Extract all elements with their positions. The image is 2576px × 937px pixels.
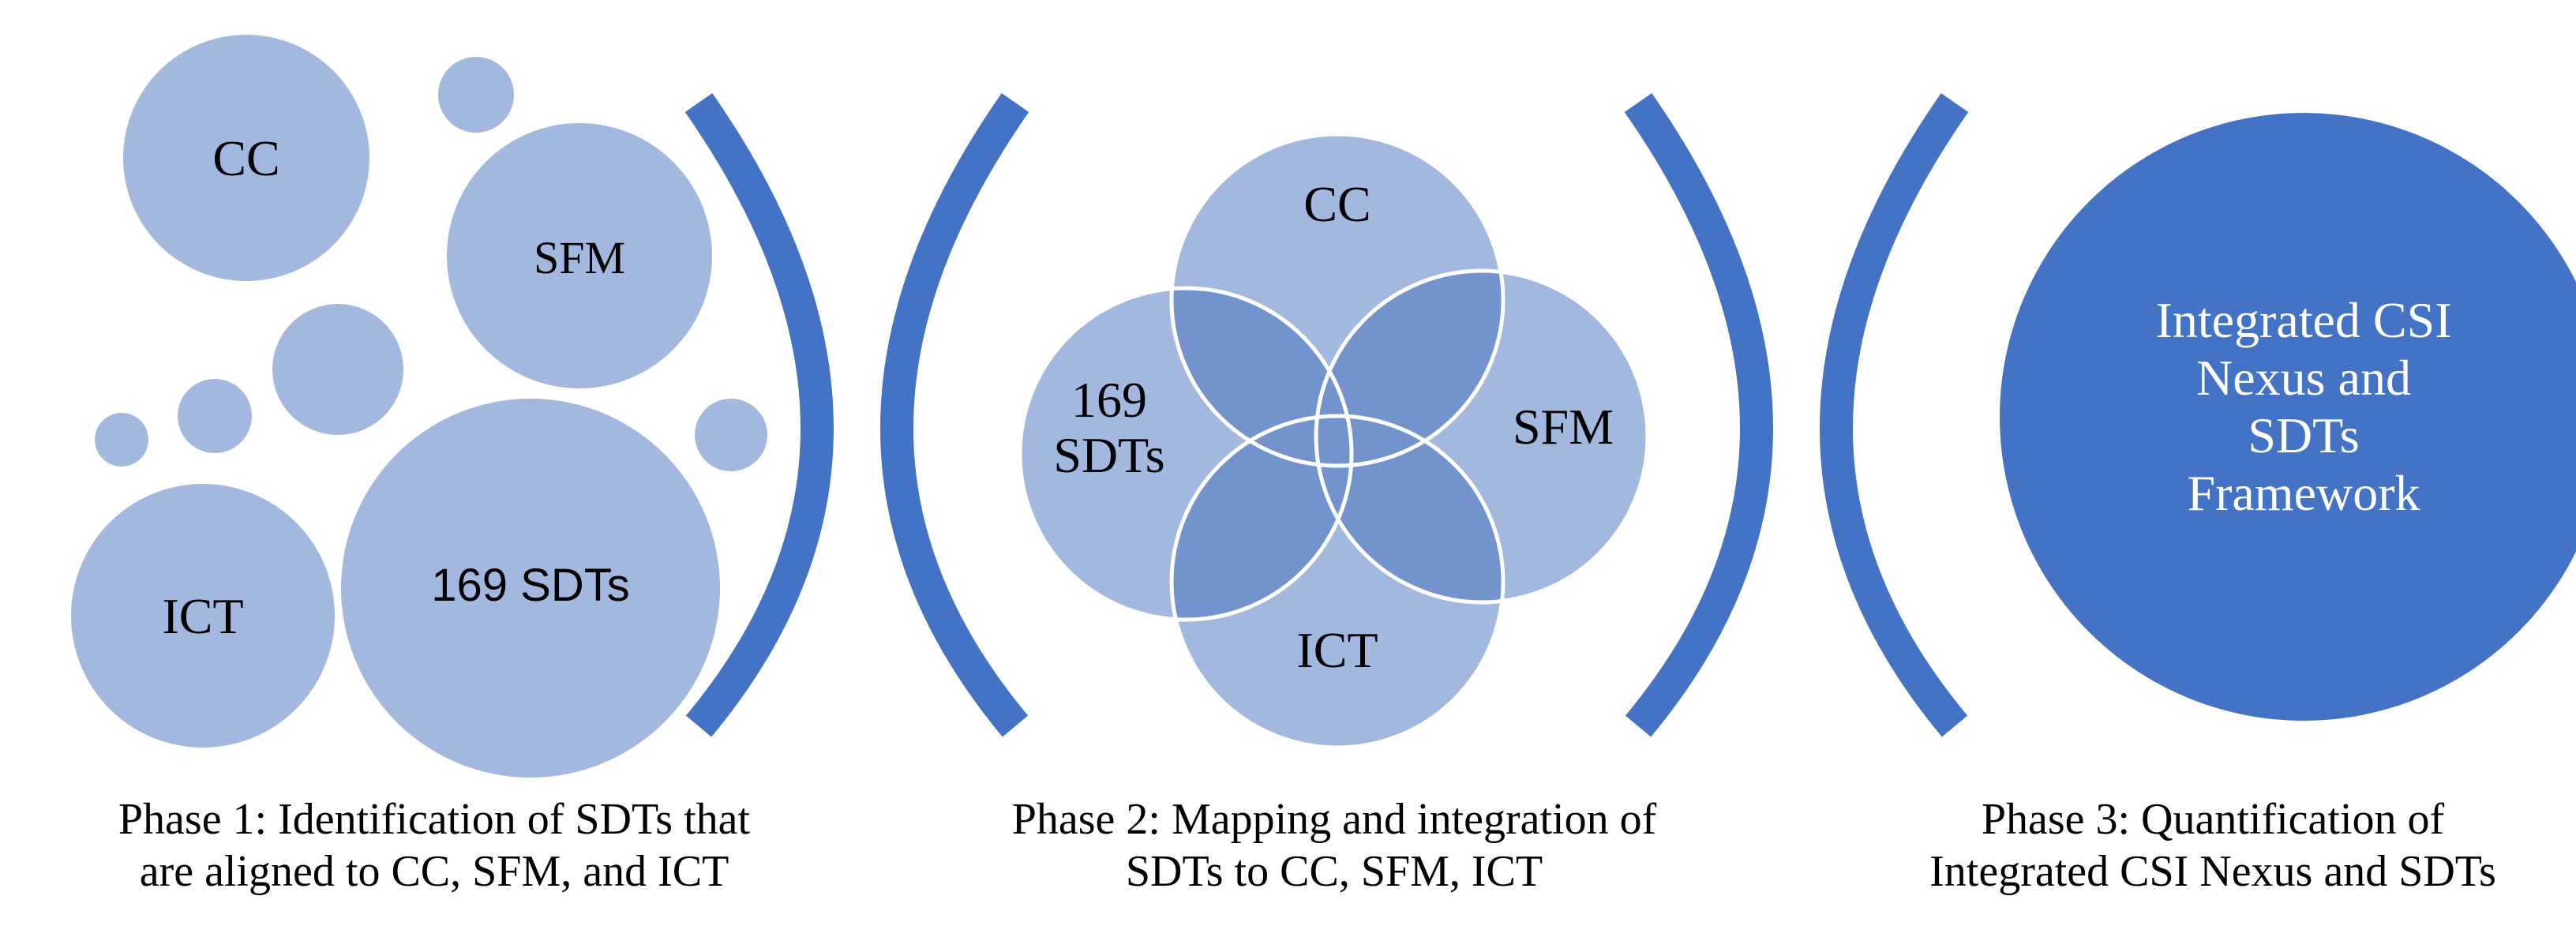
outline-ict (1169, 414, 1505, 750)
phase3-caption-line2: Integrated CSI Nexus and SDTs (1929, 847, 2496, 896)
bubble-ict-label: ICT (162, 588, 243, 644)
bubble-sfm-label: SFM (534, 232, 625, 283)
framework-label-line4: Framework (2187, 465, 2420, 521)
bubble-cc-label: CC (212, 130, 279, 186)
bubble-sdts-label: 169 SDTs (431, 560, 629, 611)
bubble-cc (123, 35, 369, 281)
phase2-caption-line2: SDTs to CC, SFM, ICT (1125, 847, 1543, 896)
framework-label-line1: Integrated CSI (2156, 292, 2452, 348)
phase1-caption-line1: Phase 1: Identification of SDTs that (118, 795, 751, 844)
phase1-caption-line2: are aligned to CC, SFM, and ICT (139, 847, 729, 896)
circle-sdts-label-line2: SDTs (1053, 427, 1164, 483)
outline-sdts (1018, 286, 1354, 622)
bubble-small-right (695, 399, 767, 471)
bubble-tiny-left (95, 413, 148, 467)
phase2-caption-line1: Phase 2: Mapping and integration of (1011, 795, 1657, 844)
phase1-bubbles: CC SFM 169 SDTs ICT (71, 35, 767, 778)
phase3-circle: Integrated CSI Nexus and SDTs Framework (2000, 113, 2576, 721)
bubble-small-top (438, 57, 514, 133)
bubble-small-mid (178, 379, 252, 453)
bracket-left-2 (880, 92, 1029, 737)
framework-label-line2: Nexus and (2196, 350, 2411, 406)
bubble-sdts (341, 399, 720, 778)
outline-cc (1169, 132, 1505, 468)
bubble-medium (272, 304, 403, 435)
phase2-circles: CC SFM ICT 169 SDTs (1018, 132, 1650, 750)
bubble-ict (71, 484, 335, 748)
circle-cc-label: CC (1303, 176, 1370, 232)
bracket-left-4 (1820, 92, 1969, 737)
bracket-right-1 (684, 92, 834, 737)
circle-sdts-label-line1: 169 (1071, 372, 1147, 428)
circle-sfm-label: SFM (1513, 399, 1614, 455)
phase1-caption: Phase 1: Identification of SDTs that are… (24, 793, 845, 898)
bracket-right-3 (1624, 92, 1773, 737)
phase3-caption-line1: Phase 3: Quantification of (1981, 795, 2445, 844)
outline-sfm (1314, 268, 1650, 605)
bubble-sfm (447, 123, 712, 388)
phase2-caption: Phase 2: Mapping and integration of SDTs… (916, 793, 1753, 898)
framework-circle (2000, 113, 2576, 721)
circle-ict-label: ICT (1296, 622, 1378, 678)
phase3-caption: Phase 3: Quantification of Integrated CS… (1865, 793, 2560, 898)
framework-label-line3: SDTs (2248, 407, 2359, 463)
